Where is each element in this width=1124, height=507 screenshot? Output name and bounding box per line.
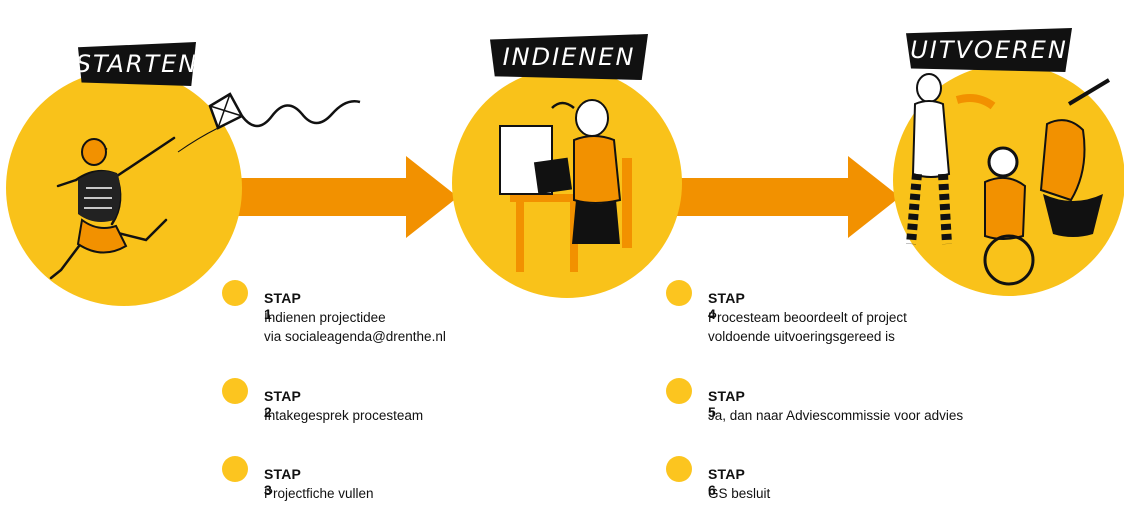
phase-label-text: UITVOEREN	[910, 36, 1068, 64]
step-title: STAP 4	[708, 290, 745, 322]
step-title: STAP 3	[264, 466, 301, 498]
step-description-line: Procesteam beoordeelt of project	[708, 310, 907, 325]
phase-label-uitvoeren: UITVOEREN	[906, 28, 1072, 72]
step-description-line: via socialeagenda@drenthe.nl	[264, 329, 446, 344]
musicians-illustration-icon	[906, 73, 1111, 286]
uitvoeren-circle	[893, 64, 1124, 296]
step-bullet-icon	[222, 456, 248, 482]
arrow-indienen-to-uitvoeren	[676, 156, 900, 238]
step-title: STAP 5	[708, 388, 745, 420]
desk-worker-illustration-icon	[499, 99, 632, 272]
step-bullet-icon	[666, 456, 692, 482]
step-description-line: Ja, dan naar Adviescommissie voor advies	[708, 408, 964, 423]
step-description-line: Intakegesprek procesteam	[264, 408, 424, 423]
step-bullet-icon	[222, 378, 248, 404]
step-description-line: Projectfiche vullen	[264, 486, 374, 501]
phase-label-text: INDIENEN	[502, 43, 636, 71]
kite-boy-illustration-icon	[49, 136, 176, 280]
phase-label-starten: STARTEN	[78, 42, 196, 86]
step-bullet-icon	[222, 280, 248, 306]
step-title: STAP 2	[264, 388, 301, 420]
phase-label-indienen: INDIENEN	[490, 34, 648, 80]
starten-circle	[6, 70, 242, 306]
step-bullet-icon	[666, 378, 692, 404]
arrow-starten-to-indienen	[236, 156, 458, 238]
phase-label-text: STARTEN	[75, 50, 199, 78]
step-description-line: Indienen projectidee	[264, 310, 386, 325]
step-description-line: voldoende uitvoeringsgereed is	[708, 329, 895, 344]
step-description-line: GS besluit	[708, 486, 771, 501]
indienen-circle	[452, 68, 682, 298]
step-title: STAP 6	[708, 466, 745, 498]
step-bullet-icon	[666, 280, 692, 306]
step-title: STAP 1	[264, 290, 301, 322]
kite-icon	[177, 92, 361, 153]
